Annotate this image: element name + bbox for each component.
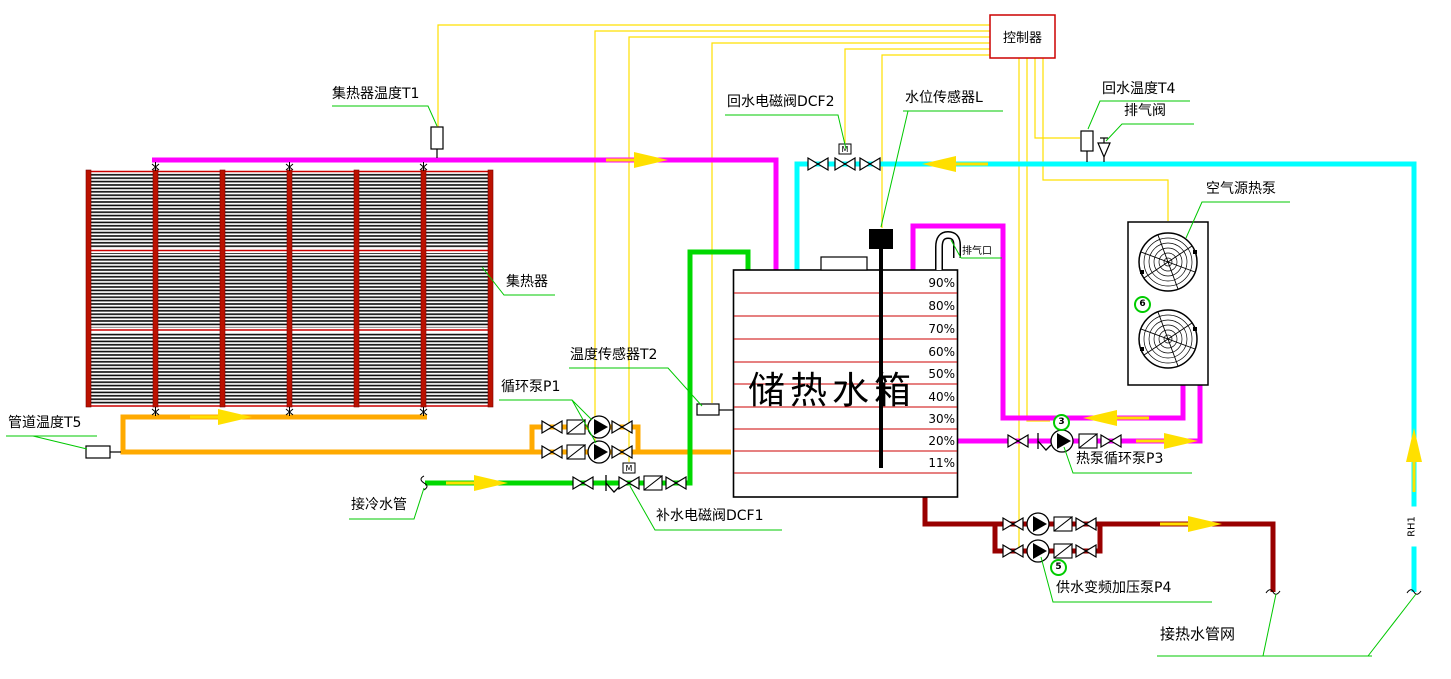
check-valve-icon bbox=[566, 419, 586, 435]
sensor-t4-icon bbox=[1080, 130, 1094, 162]
label-leaders bbox=[6, 100, 1417, 657]
control-wires bbox=[437, 24, 1169, 548]
gate-valve-icon bbox=[1100, 434, 1122, 448]
pump-icon bbox=[1026, 512, 1050, 536]
gate-valve-icon bbox=[541, 445, 563, 459]
pump-icon bbox=[1050, 429, 1074, 453]
gate-valve-icon bbox=[665, 476, 687, 490]
svg-text:M: M bbox=[842, 145, 849, 154]
tank-level-label: 50% bbox=[928, 367, 955, 381]
sensors bbox=[85, 126, 1111, 459]
label-heat-pump-circulation-pump-p3: 热泵循环泵P3 bbox=[1076, 451, 1164, 467]
pump-p4-group bbox=[1002, 512, 1097, 563]
tank-level-label: 90% bbox=[928, 276, 955, 290]
pipe-tag-rh1: RH1 bbox=[1406, 506, 1422, 547]
solar-collector-array bbox=[85, 162, 494, 416]
label-circulation-pump-p1: 循环泵P1 bbox=[501, 379, 561, 395]
solar-return-pipe-orange bbox=[120, 414, 731, 455]
exhaust-valve-icon bbox=[1097, 137, 1111, 162]
gate-valve-icon bbox=[572, 476, 594, 490]
storage-tank bbox=[732, 229, 961, 498]
gate-valve-icon bbox=[807, 157, 829, 171]
gate-valve-icon bbox=[1075, 544, 1097, 558]
controller-label: 控制器 bbox=[1002, 31, 1042, 46]
cold-water-valve-group: M bbox=[572, 462, 687, 493]
fan-icon bbox=[1138, 232, 1198, 292]
label-temperature-sensor-t2: 温度传感器T2 bbox=[570, 347, 658, 363]
check-valve-icon bbox=[1053, 543, 1073, 559]
return-pipe-cyan bbox=[794, 161, 1417, 592]
svg-text:M: M bbox=[626, 464, 633, 473]
label-return-solenoid-dcf2: 回水电磁阀DCF2 bbox=[727, 94, 835, 110]
tank-level-label: 30% bbox=[928, 412, 955, 426]
gate-valve-icon bbox=[611, 445, 633, 459]
flow-arrows bbox=[190, 152, 1422, 532]
tank-level-label: 70% bbox=[928, 322, 955, 336]
label-hot-water-network: 接热水管网 bbox=[1160, 625, 1236, 643]
gate-valve-icon bbox=[1002, 544, 1024, 558]
gate-valve-icon bbox=[1002, 517, 1024, 531]
tank-level-label: 80% bbox=[928, 299, 955, 313]
gate-valve-icon bbox=[611, 420, 633, 434]
hot-supply-pipe-darkred bbox=[922, 497, 1276, 592]
sensor-t5-icon bbox=[85, 445, 121, 459]
label-pipe-temp-t5: 管道温度T5 bbox=[8, 415, 82, 431]
controller-box bbox=[989, 14, 1056, 59]
tank-manhole bbox=[820, 256, 868, 271]
label-air-source-heat-pump: 空气源热泵 bbox=[1206, 181, 1276, 197]
check-valve-icon bbox=[1078, 433, 1098, 449]
storage-tank-title: 储热水箱 bbox=[748, 369, 916, 412]
check-valve-icon bbox=[566, 444, 586, 460]
tank-level-label: 40% bbox=[928, 390, 955, 404]
gate-valve-icon bbox=[1007, 434, 1029, 448]
pipe-break-marks bbox=[420, 475, 1422, 595]
label-cold-water-connection: 接冷水管 bbox=[351, 497, 407, 513]
pump-icon bbox=[587, 440, 611, 464]
collector-pipe-connectors bbox=[151, 162, 428, 416]
tank-level-label: 20% bbox=[928, 434, 955, 448]
label-water-level-sensor: 水位传感器L bbox=[905, 90, 983, 106]
gate-valve-icon bbox=[1075, 517, 1097, 531]
pump-p3-number-badge: 3 bbox=[1053, 414, 1070, 431]
gate-valve-icon bbox=[541, 420, 563, 434]
tank-vent-pipe bbox=[935, 230, 961, 270]
pump-p4-number-badge: 5 bbox=[1050, 559, 1067, 576]
pump-icon bbox=[1026, 539, 1050, 563]
label-collector: 集热器 bbox=[506, 274, 548, 290]
fan-icon bbox=[1138, 309, 1198, 369]
water-level-sensor-icon bbox=[869, 229, 893, 468]
tank-level-label: 11% bbox=[928, 456, 955, 470]
pump-p1-group bbox=[541, 415, 633, 464]
label-makeup-solenoid-dcf1: 补水电磁阀DCF1 bbox=[656, 508, 764, 524]
label-collector-temp-t1: 集热器温度T1 bbox=[332, 86, 420, 102]
cold-water-pipe-green bbox=[425, 249, 751, 486]
heat-pump-number-badge: 6 bbox=[1134, 296, 1151, 313]
solenoid-valve-dcf1-icon: M bbox=[618, 462, 640, 490]
sensor-t1-icon bbox=[430, 126, 444, 158]
label-supply-vfd-booster-pump-p4: 供水变频加压泵P4 bbox=[1056, 580, 1172, 596]
sensor-t2-icon bbox=[696, 403, 733, 416]
gate-valve-icon bbox=[859, 157, 881, 171]
check-valve-icon bbox=[643, 475, 663, 491]
check-valve-icon bbox=[1053, 516, 1073, 532]
label-exhaust-valve: 排气阀 bbox=[1124, 103, 1166, 119]
tank-level-label: 60% bbox=[928, 345, 955, 359]
label-return-temp-t4: 回水温度T4 bbox=[1102, 81, 1176, 97]
label-vent-port: 排气口 bbox=[962, 246, 992, 257]
